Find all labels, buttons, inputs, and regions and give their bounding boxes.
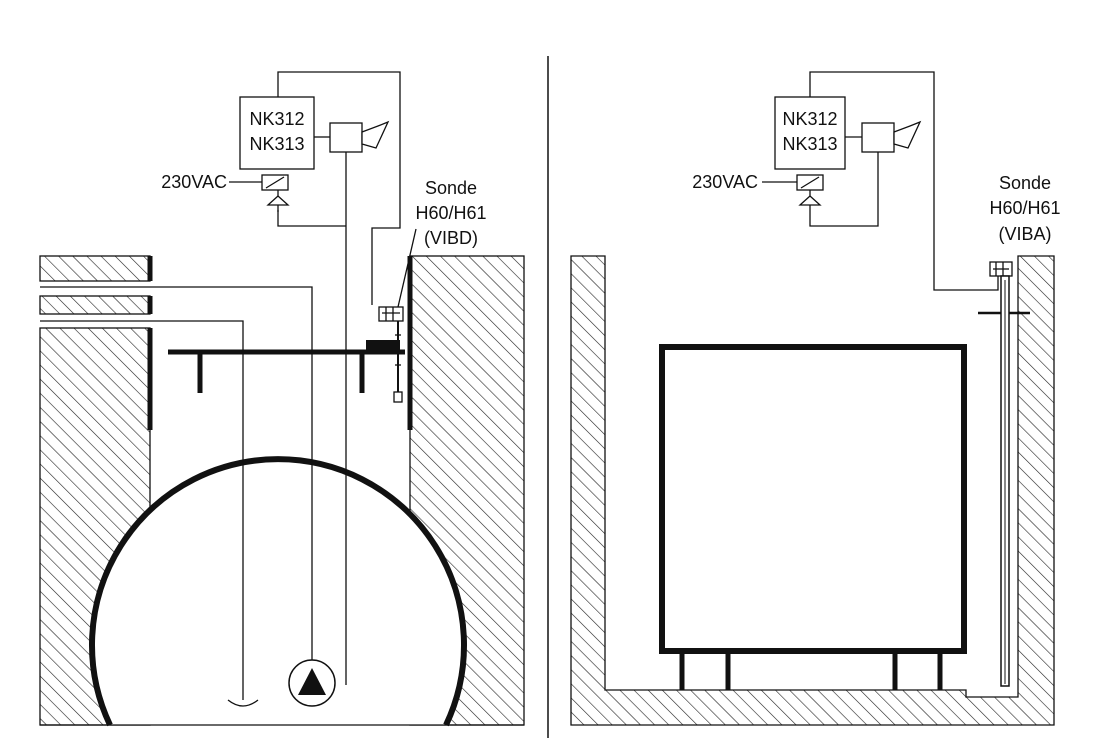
vibration-probe-icon [978,261,1030,687]
controller-label-line1: NK312 [782,109,837,129]
left-wiring [229,71,401,305]
alarm-horn-icon [861,120,922,153]
power-label: 230VAC [161,172,227,192]
underground-tank [40,456,524,727]
left-panel: NK312 NK313 230VAC Sonde H60/H61 [39,71,525,727]
relay-icon [261,174,290,212]
right-wiring [762,71,999,291]
probe-label-line2: H60/H61 [989,198,1060,218]
controller-box-right: NK312 NK313 [774,96,846,170]
controller-label-line2: NK313 [782,134,837,154]
probe-label-line2: H60/H61 [415,203,486,223]
tank-pipes [40,152,347,707]
right-panel: NK312 NK313 230VAC Sonde H60/H61 [570,71,1061,726]
probe-label-line1: Sonde [999,173,1051,193]
controller-box: NK312 NK313 [239,96,315,170]
controller-label-line1: NK312 [249,109,304,129]
right-basin-walls [570,255,1055,726]
probe-label-line3: (VIBD) [424,228,478,248]
probe-label: Sonde H60/H61 (VIBA) [989,173,1060,244]
power-label: 230VAC [692,172,758,192]
pump-icon [288,659,336,707]
tank-support-beam [168,349,405,393]
relay-icon [796,174,824,212]
alarm-horn-icon [329,120,390,153]
controller-label-line2: NK313 [249,134,304,154]
above-ground-tank [659,344,967,690]
probe-label-line3: (VIBA) [998,224,1051,244]
vibration-probe-icon [366,306,404,403]
probe-label-line1: Sonde [425,178,477,198]
probe-label: Sonde H60/H61 (VIBD) [397,178,487,308]
